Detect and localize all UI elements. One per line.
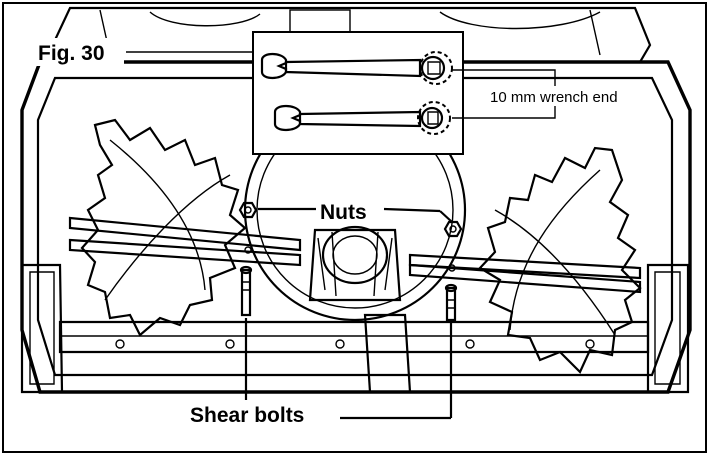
- wrench-top-icon: [260, 51, 453, 85]
- nut-right: [443, 220, 463, 238]
- inset-label-group: 10 mm wrench end: [486, 86, 634, 106]
- inset-box: [252, 31, 464, 155]
- shear-bolts-callout-group: Shear bolts: [186, 318, 453, 427]
- figure-title: Fig. 30: [38, 42, 105, 65]
- shear-bolt-right: [444, 283, 458, 322]
- shear-bolts-label: Shear bolts: [190, 404, 304, 427]
- fig-title-group: Fig. 30: [34, 38, 253, 66]
- wrench-bottom-icon: [273, 101, 451, 135]
- nut-left: [238, 201, 258, 219]
- wrench-top-highlight-circle: [419, 51, 453, 85]
- wrench-end-label: 10 mm wrench end: [490, 89, 618, 106]
- wrench-bottom-highlight-circle: [417, 101, 451, 135]
- nuts-callout-group: Nuts: [258, 198, 453, 224]
- wrench-inset: [252, 31, 556, 155]
- shear-bolt-left: [239, 265, 253, 317]
- nuts-label: Nuts: [320, 201, 367, 224]
